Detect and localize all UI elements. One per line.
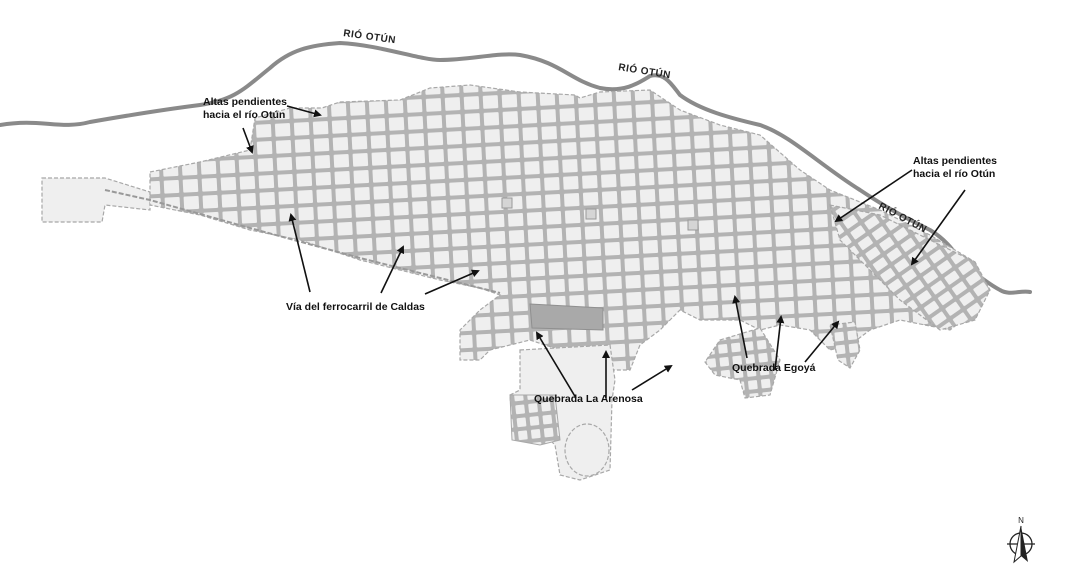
label-slopes-east-line1: Altas pendientes bbox=[913, 155, 998, 167]
river-otun bbox=[0, 40, 1032, 295]
north-arrow-icon: N bbox=[1007, 516, 1035, 564]
label-la-arenosa-text: Quebrada La Arenosa bbox=[534, 393, 643, 405]
label-la-arenosa: Quebrada La Arenosa bbox=[534, 393, 643, 406]
highlighted-block bbox=[529, 303, 604, 331]
label-railway: Vía del ferrocarril de Caldas bbox=[286, 301, 425, 314]
plaza-3 bbox=[687, 219, 699, 231]
label-egoya: Quebrada Egoyá bbox=[732, 362, 815, 375]
northeast-district bbox=[829, 204, 991, 331]
label-slopes-east-line2: hacia el río Otún bbox=[913, 168, 996, 180]
svg-text:N: N bbox=[1018, 516, 1024, 525]
egoya-east-district bbox=[829, 321, 861, 369]
plaza-1 bbox=[501, 197, 513, 209]
plaza-2 bbox=[585, 208, 597, 220]
open-green-area bbox=[564, 423, 610, 477]
egoya-district bbox=[704, 327, 781, 399]
railway-line bbox=[104, 189, 501, 294]
label-slopes-west-line1: Altas pendientes bbox=[203, 96, 288, 108]
label-slopes-east: Altas pendientes hacia el río Otún bbox=[913, 155, 997, 181]
label-railway-text: Vía del ferrocarril de Caldas bbox=[286, 301, 425, 313]
label-slopes-west-line2: hacia el río Otún bbox=[203, 109, 286, 121]
label-egoya-text: Quebrada Egoyá bbox=[732, 362, 816, 374]
western-outskirts bbox=[41, 177, 151, 223]
southern-grid bbox=[509, 394, 561, 446]
annotation-arrows bbox=[242, 105, 966, 399]
label-slopes-west: Altas pendientes hacia el río Otún bbox=[203, 96, 287, 122]
